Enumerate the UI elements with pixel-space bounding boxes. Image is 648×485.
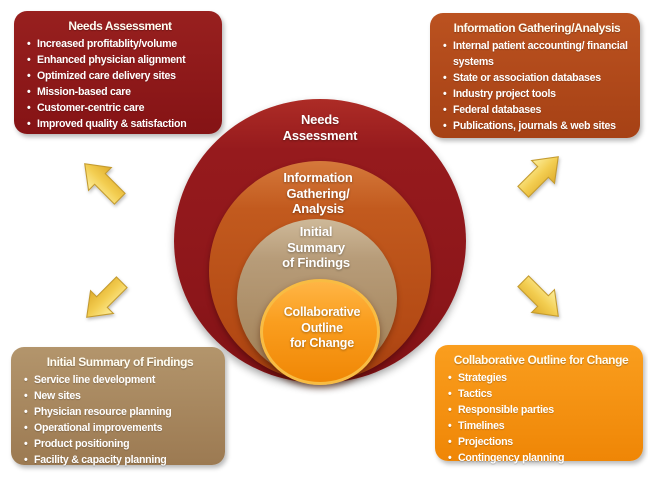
- circle-label-line: Analysis: [292, 201, 344, 216]
- bullet-item: Contingency planning: [447, 450, 635, 466]
- bullet-item: Strategies: [447, 370, 635, 386]
- circle-label-line: Outline: [301, 320, 343, 335]
- box-title: Information Gathering/Analysis: [453, 21, 621, 35]
- circle-label-initial-summary: Initial Summary of Findings: [246, 224, 386, 271]
- info-box-initial-summary: Initial Summary of Findings Service line…: [11, 347, 225, 469]
- bullet-item: Physician resource planning: [23, 404, 217, 420]
- bullet-item: Improved quality & satisfaction: [26, 116, 214, 132]
- bullet-item: Publications, journals & web sites: [442, 118, 632, 134]
- bullet-item: Responsible parties: [447, 402, 635, 418]
- arrow-up-right-icon: [517, 156, 559, 198]
- circle-label-line: Information: [283, 170, 353, 185]
- circle-label-line: Needs: [300, 112, 340, 127]
- bullet-item: Projections: [447, 434, 635, 450]
- info-box-needs-assessment: Needs Assessment Increased profitablity/…: [14, 11, 222, 134]
- arrow-up-left-icon: [84, 163, 126, 205]
- info-box-information-gathering: Information Gathering/Analysis Internal …: [430, 13, 640, 138]
- circle-label-line: Gathering/: [286, 185, 350, 201]
- circle-label-line: of Findings: [282, 255, 350, 270]
- box-title: Needs Assessment: [68, 19, 172, 33]
- arrow-down-left-icon: [86, 276, 128, 318]
- circle-label-information-gathering: Information Gathering/ Analysis: [248, 170, 388, 217]
- bullet-item: State or association databases: [442, 70, 632, 86]
- circle-label-needs-assessment: Needs Assessment: [250, 112, 390, 143]
- bullet-item: Mission-based care: [26, 84, 214, 100]
- bullet-item: Service line development: [23, 372, 217, 388]
- bullet-item: Operational improvements: [23, 420, 217, 436]
- bullet-item: Customer-centric care: [26, 100, 214, 116]
- circle-label-collaborative-outline: Collaborative Outline for Change: [252, 305, 392, 352]
- bullet-list: Service line developmentNew sitesPhysici…: [23, 372, 217, 469]
- circle-collaborative-outline: [260, 279, 380, 385]
- circle-label-line: Assessment: [282, 127, 358, 143]
- box-title: Collaborative Outline for Change: [453, 353, 629, 367]
- bullet-list: StrategiesTacticsResponsible partiesTime…: [447, 370, 635, 467]
- bullet-item: Increased profitablity/volume: [26, 36, 214, 52]
- bullet-item: Product positioning: [23, 436, 217, 452]
- bullet-item: Optimized care delivery sites: [26, 68, 214, 84]
- bullet-item: Federal databases: [442, 102, 632, 118]
- bullet-list: Internal patient accounting/ financial s…: [442, 38, 632, 135]
- bullet-item: Facility & capacity planning: [23, 452, 217, 468]
- arrow-down-right-icon: [517, 275, 559, 317]
- bullet-item: Enhanced physician alignment: [26, 52, 214, 68]
- bullet-item: Internal patient accounting/ financial s…: [442, 38, 632, 70]
- info-box-collaborative-outline: Collaborative Outline for Change Strateg…: [435, 345, 643, 467]
- circle-label-line: Summary: [287, 239, 345, 255]
- bullet-list: Increased profitablity/volumeEnhanced ph…: [26, 36, 214, 133]
- circle-label-line: for Change: [290, 336, 354, 350]
- box-title: Initial Summary of Findings: [46, 355, 194, 369]
- circle-label-line: Initial: [299, 224, 333, 239]
- bullet-item: Timelines: [447, 418, 635, 434]
- circle-label-line: Collaborative: [283, 305, 361, 319]
- bullet-item: New sites: [23, 388, 217, 404]
- bullet-item: Tactics: [447, 386, 635, 402]
- bullet-item: Industry project tools: [442, 86, 632, 102]
